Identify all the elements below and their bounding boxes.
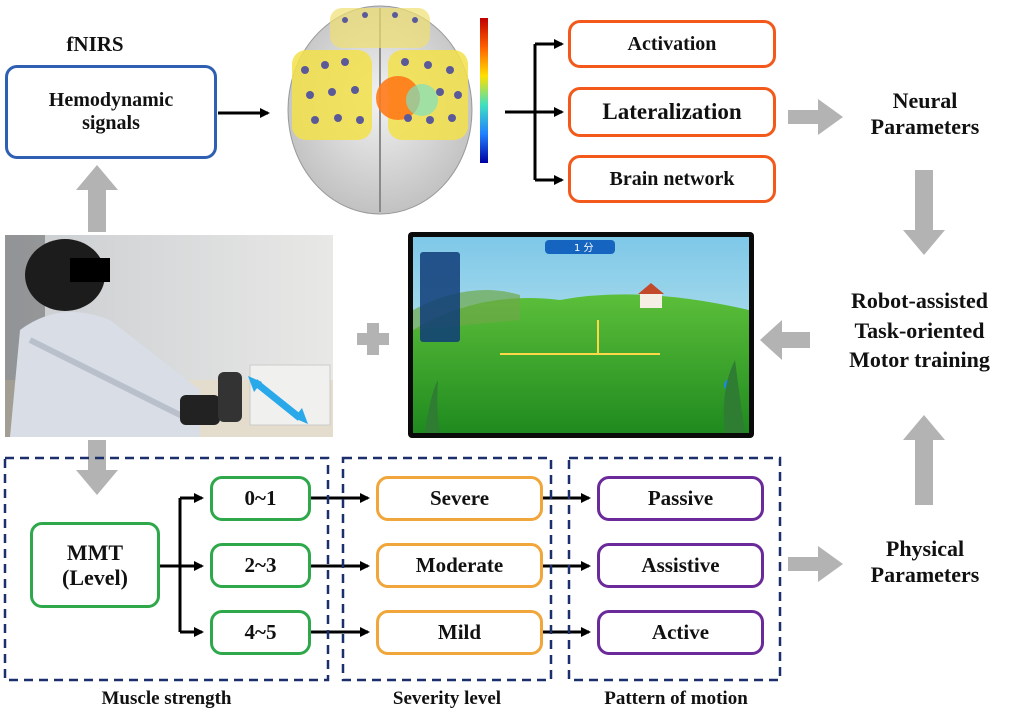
brain-activation-map <box>287 5 488 215</box>
mmt-level-box: MMT (Level) <box>30 522 160 608</box>
severity-severe-box: Severe <box>376 476 543 521</box>
mmt-level-4-5-box: 4~5 <box>210 610 311 655</box>
neural-parameters-label: Neural Parameters <box>870 88 980 140</box>
motion-assistive-box: Assistive <box>597 543 764 588</box>
motion-passive-box: Passive <box>597 476 764 521</box>
severity-level-caption: Severity level <box>392 688 502 709</box>
training-game-screen <box>408 232 754 438</box>
lateralization-box: Lateralization <box>568 87 776 137</box>
gray-arrows <box>76 99 945 582</box>
muscle-strength-frame <box>3 456 330 682</box>
severity-level-frame <box>341 456 553 682</box>
mmt-level-2-3-box: 2~3 <box>210 543 311 588</box>
activation-box: Activation <box>568 20 776 68</box>
black-arrows <box>160 39 591 637</box>
dashed-frames <box>3 456 782 682</box>
hemodynamic-signals-box: Hemodynamic signals <box>5 65 217 159</box>
robot-assisted-training-label: Robot-assisted Task-oriented Motor train… <box>849 288 990 373</box>
game-score-text: 1 分 <box>574 242 594 254</box>
motion-active-box: Active <box>597 610 764 655</box>
plus-icon <box>357 323 389 355</box>
fnirs-title: fNIRS <box>66 32 124 56</box>
pattern-of-motion-frame <box>567 456 782 682</box>
brain-network-box: Brain network <box>568 155 776 203</box>
muscle-strength-caption: Muscle strength <box>101 688 232 709</box>
mmt-level-0-1-box: 0~1 <box>210 476 311 521</box>
severity-moderate-box: Moderate <box>376 543 543 588</box>
pattern-of-motion-caption: Pattern of motion <box>604 688 748 709</box>
physical-parameters-label: Physical Parameters <box>870 536 980 588</box>
severity-mild-box: Mild <box>376 610 543 655</box>
participant-photo <box>5 235 333 437</box>
